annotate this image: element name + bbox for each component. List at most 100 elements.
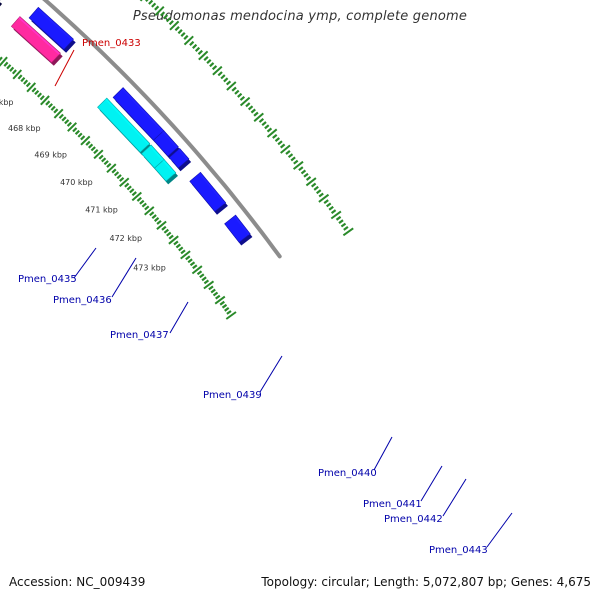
- accession-text: Accession: NC_009439: [9, 575, 146, 589]
- tick-mark: [23, 79, 29, 85]
- gene-blue-9-highlight: [178, 148, 189, 161]
- tick-mark: [212, 65, 223, 76]
- scale-labels: 461 kbp462 kbp463 kbp464 kbp465 kbp466 k…: [0, 98, 166, 272]
- gene-blue-11-face: [224, 214, 251, 243]
- tick-mark: [245, 102, 251, 108]
- gene-label-pmen-0435[interactable]: Pmen_0435: [18, 274, 77, 285]
- genome-summary-text: Topology: circular; Length: 5,072,807 bp…: [261, 575, 591, 589]
- gene-pmen-0437-a-shadow: [0, 2, 3, 7]
- gene-pmen-0439[interactable]: [10, 16, 63, 66]
- tick-mark: [226, 81, 237, 91]
- tick-mark: [156, 219, 162, 225]
- gene-features: [0, 0, 253, 246]
- inner-tick-ring: [0, 56, 237, 320]
- tick-mark: [185, 255, 191, 261]
- tick-mark: [119, 176, 125, 182]
- tick-mark: [174, 26, 180, 32]
- gene-pmen-0440-face: [97, 97, 151, 153]
- tick-mark: [183, 35, 194, 46]
- gene-label-pmen-0440[interactable]: Pmen_0440: [318, 468, 377, 479]
- tick-mark: [101, 157, 107, 163]
- gene-blue-7[interactable]: [112, 87, 167, 144]
- gene-label-pmen-0441[interactable]: Pmen_0441: [363, 499, 422, 510]
- tick-mark: [45, 100, 51, 106]
- tick-mark: [287, 153, 294, 159]
- tick-mark: [223, 77, 229, 83]
- tick-mark: [169, 20, 180, 31]
- tick-mark: [323, 199, 329, 204]
- tick-mark: [224, 307, 230, 312]
- gene-label-pmen-0439[interactable]: Pmen_0439: [203, 390, 262, 401]
- gene-pmen-0439-highlight: [18, 17, 61, 55]
- tick-mark: [88, 143, 94, 149]
- gene-label-pmen-0436[interactable]: Pmen_0436: [53, 295, 112, 306]
- leader-line: [111, 257, 137, 298]
- tick-mark: [141, 202, 147, 208]
- tick-mark: [168, 235, 179, 245]
- tick-mark: [64, 119, 70, 125]
- tick-mark: [50, 105, 56, 111]
- tick-mark: [194, 46, 201, 52]
- gene-blue-6[interactable]: [28, 6, 76, 53]
- tick-mark: [111, 168, 117, 174]
- tick-mark: [266, 127, 273, 133]
- tick-mark: [77, 132, 83, 138]
- tick-mark: [214, 295, 226, 305]
- gene-label-pmen-0433[interactable]: Pmen_0433: [82, 38, 141, 49]
- gene-blue-6-highlight: [36, 7, 74, 41]
- tick-mark: [328, 205, 334, 211]
- gene-label-pmen-0443[interactable]: Pmen_0443: [429, 545, 488, 556]
- tick-mark: [208, 285, 214, 291]
- tick-mark: [175, 243, 181, 249]
- tick-mark: [40, 95, 50, 106]
- tick-mark: [0, 56, 8, 67]
- gene-pmen-0437-a[interactable]: [0, 0, 3, 10]
- tick-mark: [161, 225, 167, 231]
- gene-blue-11[interactable]: [224, 214, 253, 246]
- tick-mark: [343, 226, 349, 231]
- tick-mark: [316, 189, 322, 195]
- scale-label: 473 kbp: [133, 263, 166, 272]
- tick-mark: [119, 177, 130, 188]
- tick-mark: [206, 59, 212, 64]
- tick-mark: [90, 146, 96, 152]
- gene-blue-9[interactable]: [168, 147, 192, 172]
- tick-mark: [154, 5, 165, 16]
- tick-mark: [215, 294, 221, 300]
- tick-mark: [209, 62, 215, 68]
- gene-pmen-0440[interactable]: [97, 97, 153, 156]
- tick-mark: [335, 215, 342, 221]
- outer-tick-ring: [139, 0, 354, 237]
- gene-blue-10-face: [189, 171, 227, 212]
- tick-mark: [280, 143, 286, 149]
- gene-label-pmen-0437[interactable]: Pmen_0437: [110, 330, 169, 341]
- tick-mark: [199, 273, 205, 279]
- tick-mark: [203, 279, 210, 285]
- gene-pmen-0442[interactable]: [154, 159, 179, 185]
- gene-labels: Pmen_0433Pmen_0435Pmen_0436Pmen_0437Pmen…: [18, 38, 488, 556]
- gene-label-pmen-0442[interactable]: Pmen_0442: [384, 514, 443, 525]
- leader-line: [442, 478, 467, 517]
- gene-blue-8-face: [153, 130, 179, 157]
- tick-mark: [300, 169, 307, 175]
- tick-mark: [113, 171, 120, 177]
- leader-line: [259, 355, 283, 393]
- tick-mark: [191, 265, 203, 275]
- tick-mark: [34, 89, 40, 96]
- tick-mark: [151, 214, 157, 220]
- gene-blue-11-highlight: [233, 215, 250, 236]
- tick-mark: [253, 112, 264, 122]
- tick-mark: [6, 64, 12, 70]
- tick-mark: [298, 166, 304, 172]
- leader-line: [169, 301, 189, 334]
- tick-mark: [144, 205, 150, 211]
- tick-mark: [187, 258, 193, 264]
- tick-mark: [274, 137, 280, 142]
- tick-mark: [305, 176, 312, 181]
- tick-mark: [197, 49, 203, 55]
- gene-blue-10[interactable]: [189, 171, 228, 215]
- tick-mark: [72, 127, 78, 133]
- tick-mark: [340, 222, 347, 228]
- tick-mark: [80, 135, 91, 146]
- leader-line: [54, 49, 75, 87]
